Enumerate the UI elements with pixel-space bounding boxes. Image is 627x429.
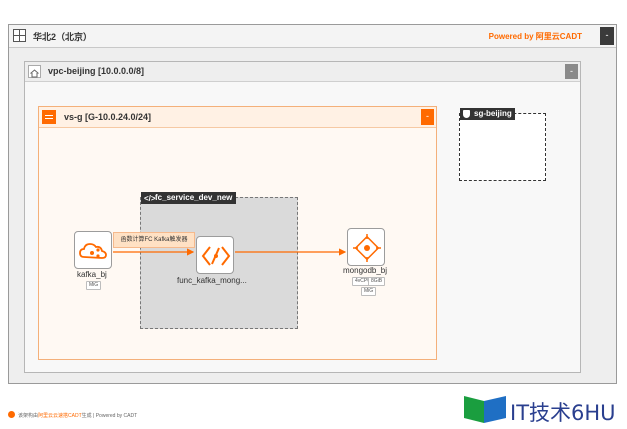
function-compute-icon: </> [144,194,156,203]
vswitch-collapse-button[interactable]: - [421,109,434,125]
function-service-title: fc_service_dev_new [155,193,233,202]
footer-credit: 该架构由阿里云云速搭CADT生成 | Powered by CADT [18,412,137,419]
kafka-node[interactable] [74,231,112,269]
watermark-logo-icon [464,396,506,423]
security-group-title: sg-beijing [474,109,512,118]
vpc-title: vpc-beijing [10.0.0.0/8] [48,66,145,76]
function-node[interactable] [196,236,234,274]
security-group-label: sg-beijing [460,108,515,120]
footer-suffix: 生成 | Powered by CADT [81,413,138,419]
watermark-text: IT技术6HU [510,401,616,425]
vswitch-header: vs-g [G-10.0.24.0/24] - [39,107,436,128]
watermark: IT技术6HU [462,393,622,427]
function-node-label: func_kafka_mong... [177,276,247,285]
mongodb-icon [353,234,381,262]
grid-icon [13,29,26,42]
vswitch-title: vs-g [G-10.0.24.0/24] [64,112,152,122]
kafka-node-label: kafka_bj [77,270,107,279]
cadt-logo-icon [8,411,15,418]
home-icon [28,65,41,78]
region-collapse-button[interactable]: - [600,27,614,45]
region-header: 华北2（北京） Powered by 阿里云CADT - [9,25,616,48]
footer-link[interactable]: 阿里云云速搭CADT [38,413,82,419]
edge-trigger-label: 函数计算FC Kafka触发器 [113,232,195,248]
vpc-header: vpc-beijing [10.0.0.0/8] - [25,62,580,82]
mongodb-node[interactable] [347,228,385,266]
vswitch-icon [42,110,56,124]
mongodb-tag-mig: MiG [361,287,377,296]
kafka-tag: MiG [86,281,102,290]
kafka-icon [79,243,107,259]
mongodb-tag-memory: 8GiB [368,277,386,286]
function-icon [201,246,231,266]
security-group-box[interactable]: sg-beijing [459,108,546,181]
shield-icon [463,110,470,118]
powered-by-label: Powered by 阿里云CADT [488,32,582,41]
function-service-label: </> fc_service_dev_new [141,192,237,204]
mongodb-node-label: mongodb_bj [343,266,388,275]
footer-prefix: 该架构由 [18,413,39,419]
region-title: 华北2（北京） [33,32,93,42]
vpc-collapse-button[interactable]: - [565,64,578,79]
